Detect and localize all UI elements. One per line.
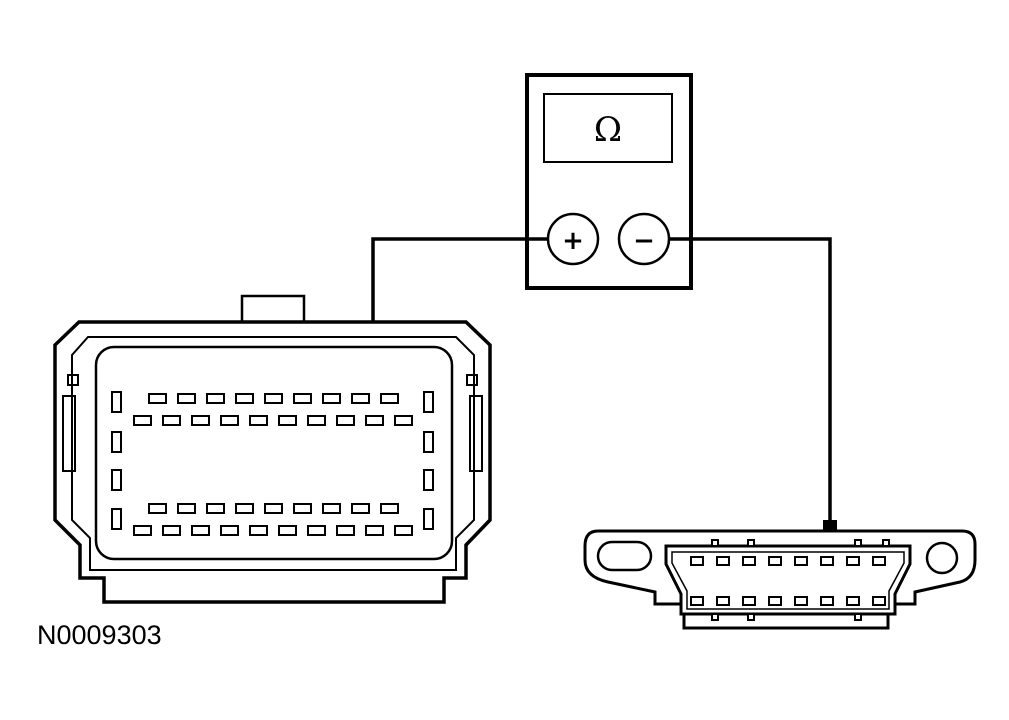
module-pin	[365, 525, 384, 536]
module-side-pin	[423, 469, 434, 491]
module-side-pin	[423, 391, 434, 413]
module-pin	[206, 503, 225, 514]
dlc-pin	[846, 596, 860, 606]
dlc-face-inner	[671, 551, 905, 610]
dlc-key-marks	[711, 539, 890, 621]
module-pin	[191, 415, 210, 426]
dlc-pin	[716, 556, 730, 566]
dlc-pin	[820, 596, 834, 606]
module-pin	[191, 525, 210, 536]
dlc-pin-array	[690, 556, 886, 606]
module-pin	[235, 393, 254, 404]
dlc-pin	[768, 556, 782, 566]
module-side-pin	[423, 431, 434, 453]
module-pin	[322, 503, 341, 514]
negative-terminal-label: −	[633, 226, 655, 256]
module-pin	[264, 503, 283, 514]
dlc-connector	[583, 529, 977, 630]
dlc-pin	[820, 556, 834, 566]
dlc-pin	[742, 596, 756, 606]
module-pin	[133, 525, 152, 536]
module-pin	[235, 503, 254, 514]
module-side-pin	[111, 508, 122, 530]
positive-test-lead	[371, 237, 548, 340]
module-pin	[278, 525, 297, 536]
dlc-pin	[794, 596, 808, 606]
module-side-pin	[111, 431, 122, 453]
module-side-pin	[111, 391, 122, 413]
connector-housing-inner	[71, 336, 475, 571]
module-pin	[249, 415, 268, 426]
module-pin	[177, 393, 196, 404]
module-pin	[249, 525, 268, 536]
negative-test-lead	[669, 237, 832, 520]
module-pin	[293, 503, 312, 514]
module-pin	[148, 503, 167, 514]
module-pin	[264, 393, 283, 404]
right-notch	[466, 374, 478, 386]
module-pin	[220, 415, 239, 426]
dlc-pin	[794, 556, 808, 566]
module-side-pin	[111, 469, 122, 491]
dlc-pin	[872, 556, 886, 566]
dlc-key-mark	[747, 613, 755, 621]
dlc-key-mark	[882, 539, 890, 547]
module-pin	[307, 525, 326, 536]
module-pin	[351, 393, 370, 404]
module-pin	[336, 525, 355, 536]
module-pin	[177, 503, 196, 514]
multimeter: Ω + −	[525, 73, 693, 290]
dlc-key-mark	[711, 613, 719, 621]
module-pin	[293, 393, 312, 404]
dlc-key-mark	[747, 539, 755, 547]
module-pin	[278, 415, 297, 426]
module-pin	[351, 503, 370, 514]
dlc-key-mark	[854, 613, 862, 621]
ohm-symbol: Ω	[594, 110, 622, 150]
dlc-pin	[846, 556, 860, 566]
dlc-pin	[716, 596, 730, 606]
module-pin	[394, 525, 413, 536]
module-side-pin	[423, 508, 434, 530]
module-pin	[133, 415, 152, 426]
dlc-key-mark	[711, 539, 719, 547]
module-connector	[53, 294, 492, 604]
left-rib	[62, 395, 76, 472]
module-pin	[220, 525, 239, 536]
dlc-pin	[768, 596, 782, 606]
dlc-pin	[872, 596, 886, 606]
connector-latch	[240, 294, 306, 322]
dlc-key-mark	[854, 539, 862, 547]
dlc-pin	[690, 556, 704, 566]
module-pin-array	[111, 391, 434, 536]
module-pin	[380, 503, 399, 514]
right-rib	[469, 395, 483, 472]
dlc-mounting-hole	[925, 541, 959, 575]
meter-display	[543, 93, 673, 163]
module-pin	[322, 393, 341, 404]
module-pin	[148, 393, 167, 404]
module-pin	[162, 525, 181, 536]
module-pin	[394, 415, 413, 426]
dlc-mounting-slot	[596, 540, 653, 572]
module-pin	[307, 415, 326, 426]
module-pin	[380, 393, 399, 404]
figure-id: N0009303	[37, 620, 162, 650]
connector-cavity	[94, 345, 454, 561]
module-pin	[365, 415, 384, 426]
left-notch	[67, 374, 79, 386]
module-pin	[162, 415, 181, 426]
positive-terminal-label: +	[562, 226, 584, 256]
dlc-pin	[742, 556, 756, 566]
module-pin	[336, 415, 355, 426]
dlc-pin	[690, 596, 704, 606]
module-pin	[206, 393, 225, 404]
